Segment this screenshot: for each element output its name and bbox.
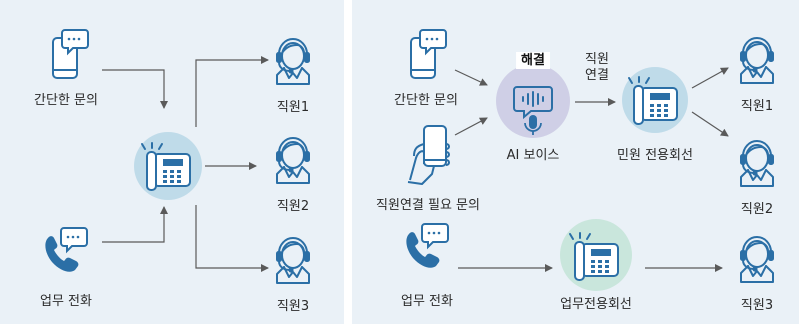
resolved-badge: 해결 (516, 52, 550, 69)
headset-agent-icon (740, 236, 774, 283)
phone-chat-icon (44, 227, 88, 273)
phone-chat-icon (405, 223, 449, 269)
headset-agent-icon (740, 37, 774, 84)
source-label-simple-inquiry: 간단한 문의 (394, 93, 458, 108)
agent-label-2: 직원2 (740, 202, 774, 217)
headset-agent-icon (276, 237, 310, 284)
smartphone-chat-icon (52, 29, 89, 79)
left-arrows (102, 56, 269, 272)
business-line-label: 업무전용회선 (560, 297, 632, 312)
right-arrows (454, 67, 729, 272)
agent-label-1: 직원1 (276, 100, 310, 115)
agent-label-2: 직원2 (276, 199, 310, 214)
agent-label-1: 직원1 (740, 99, 774, 114)
hand-smartphone-icon (407, 125, 450, 185)
headset-agent-icon (276, 38, 310, 85)
connect-note-line-2: 연결 (585, 68, 609, 83)
smartphone-chat-icon (410, 29, 447, 79)
agent-label-3: 직원3 (740, 298, 774, 313)
headset-agent-icon (740, 140, 774, 187)
voice-chat-icon (513, 86, 553, 135)
source-label-business-call: 업무 전화 (40, 294, 92, 309)
agent-label-3: 직원3 (276, 299, 310, 314)
source-label-connect-needed: 직원연결 필요 문의 (376, 198, 480, 213)
civil-line-label: 민원 전용회선 (617, 148, 693, 163)
source-label-business-call: 업무 전화 (401, 294, 453, 309)
connect-note-line-1: 직원 (585, 52, 609, 67)
connect-note: 직원 연결 (585, 52, 609, 84)
headset-agent-icon (276, 137, 310, 184)
ai-voice-label: AI 보이스 (506, 148, 560, 163)
source-label-simple-inquiry: 간단한 문의 (34, 93, 98, 108)
